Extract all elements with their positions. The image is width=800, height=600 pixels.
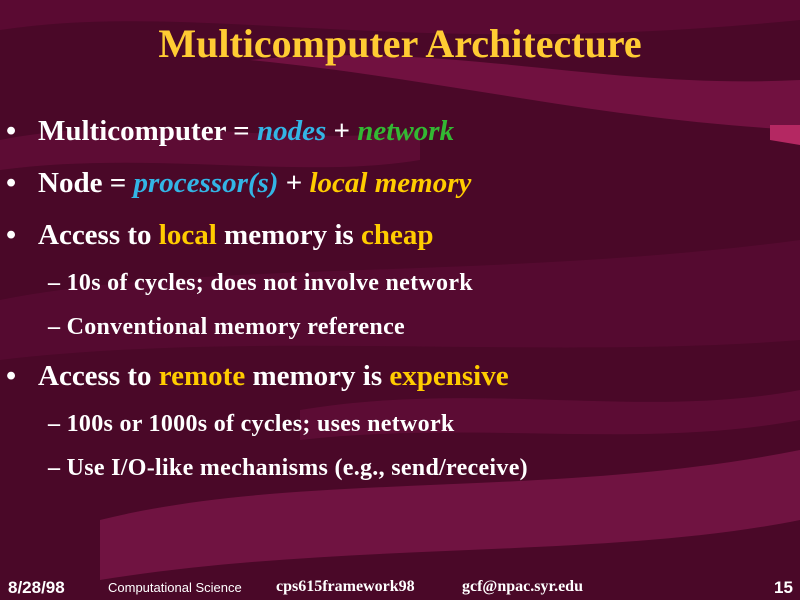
- bullet-text: Access to local memory is cheap: [38, 219, 434, 251]
- sub-bullet-4-2: – Use I/O-like mechanisms (e.g., send/re…: [48, 455, 528, 481]
- bullet-text: Multicomputer = nodes + network: [38, 115, 454, 147]
- sub-bullet-3-1: – 10s of cycles; does not involve networ…: [48, 270, 473, 296]
- bullet-marker: •: [6, 360, 17, 392]
- bullet-marker: •: [6, 219, 17, 251]
- footer-date: 8/28/98: [8, 578, 65, 597]
- bullet-text: Node = processor(s) + local memory: [38, 167, 472, 199]
- sub-bullet-4-1: – 100s or 1000s of cycles; uses network: [48, 411, 455, 437]
- slide-title: Multicomputer Architecture: [158, 21, 642, 66]
- footer-page-number: 15: [774, 578, 793, 597]
- footer-email: gcf@npac.syr.edu: [462, 578, 583, 595]
- bullet-marker: •: [6, 115, 17, 147]
- bullet-marker: •: [6, 167, 17, 199]
- bullet-text: Access to remote memory is expensive: [38, 360, 509, 392]
- footer-framework: cps615framework98: [276, 578, 415, 595]
- footer-course: Computational Science: [108, 580, 242, 595]
- sub-bullet-3-2: – Conventional memory reference: [48, 314, 405, 340]
